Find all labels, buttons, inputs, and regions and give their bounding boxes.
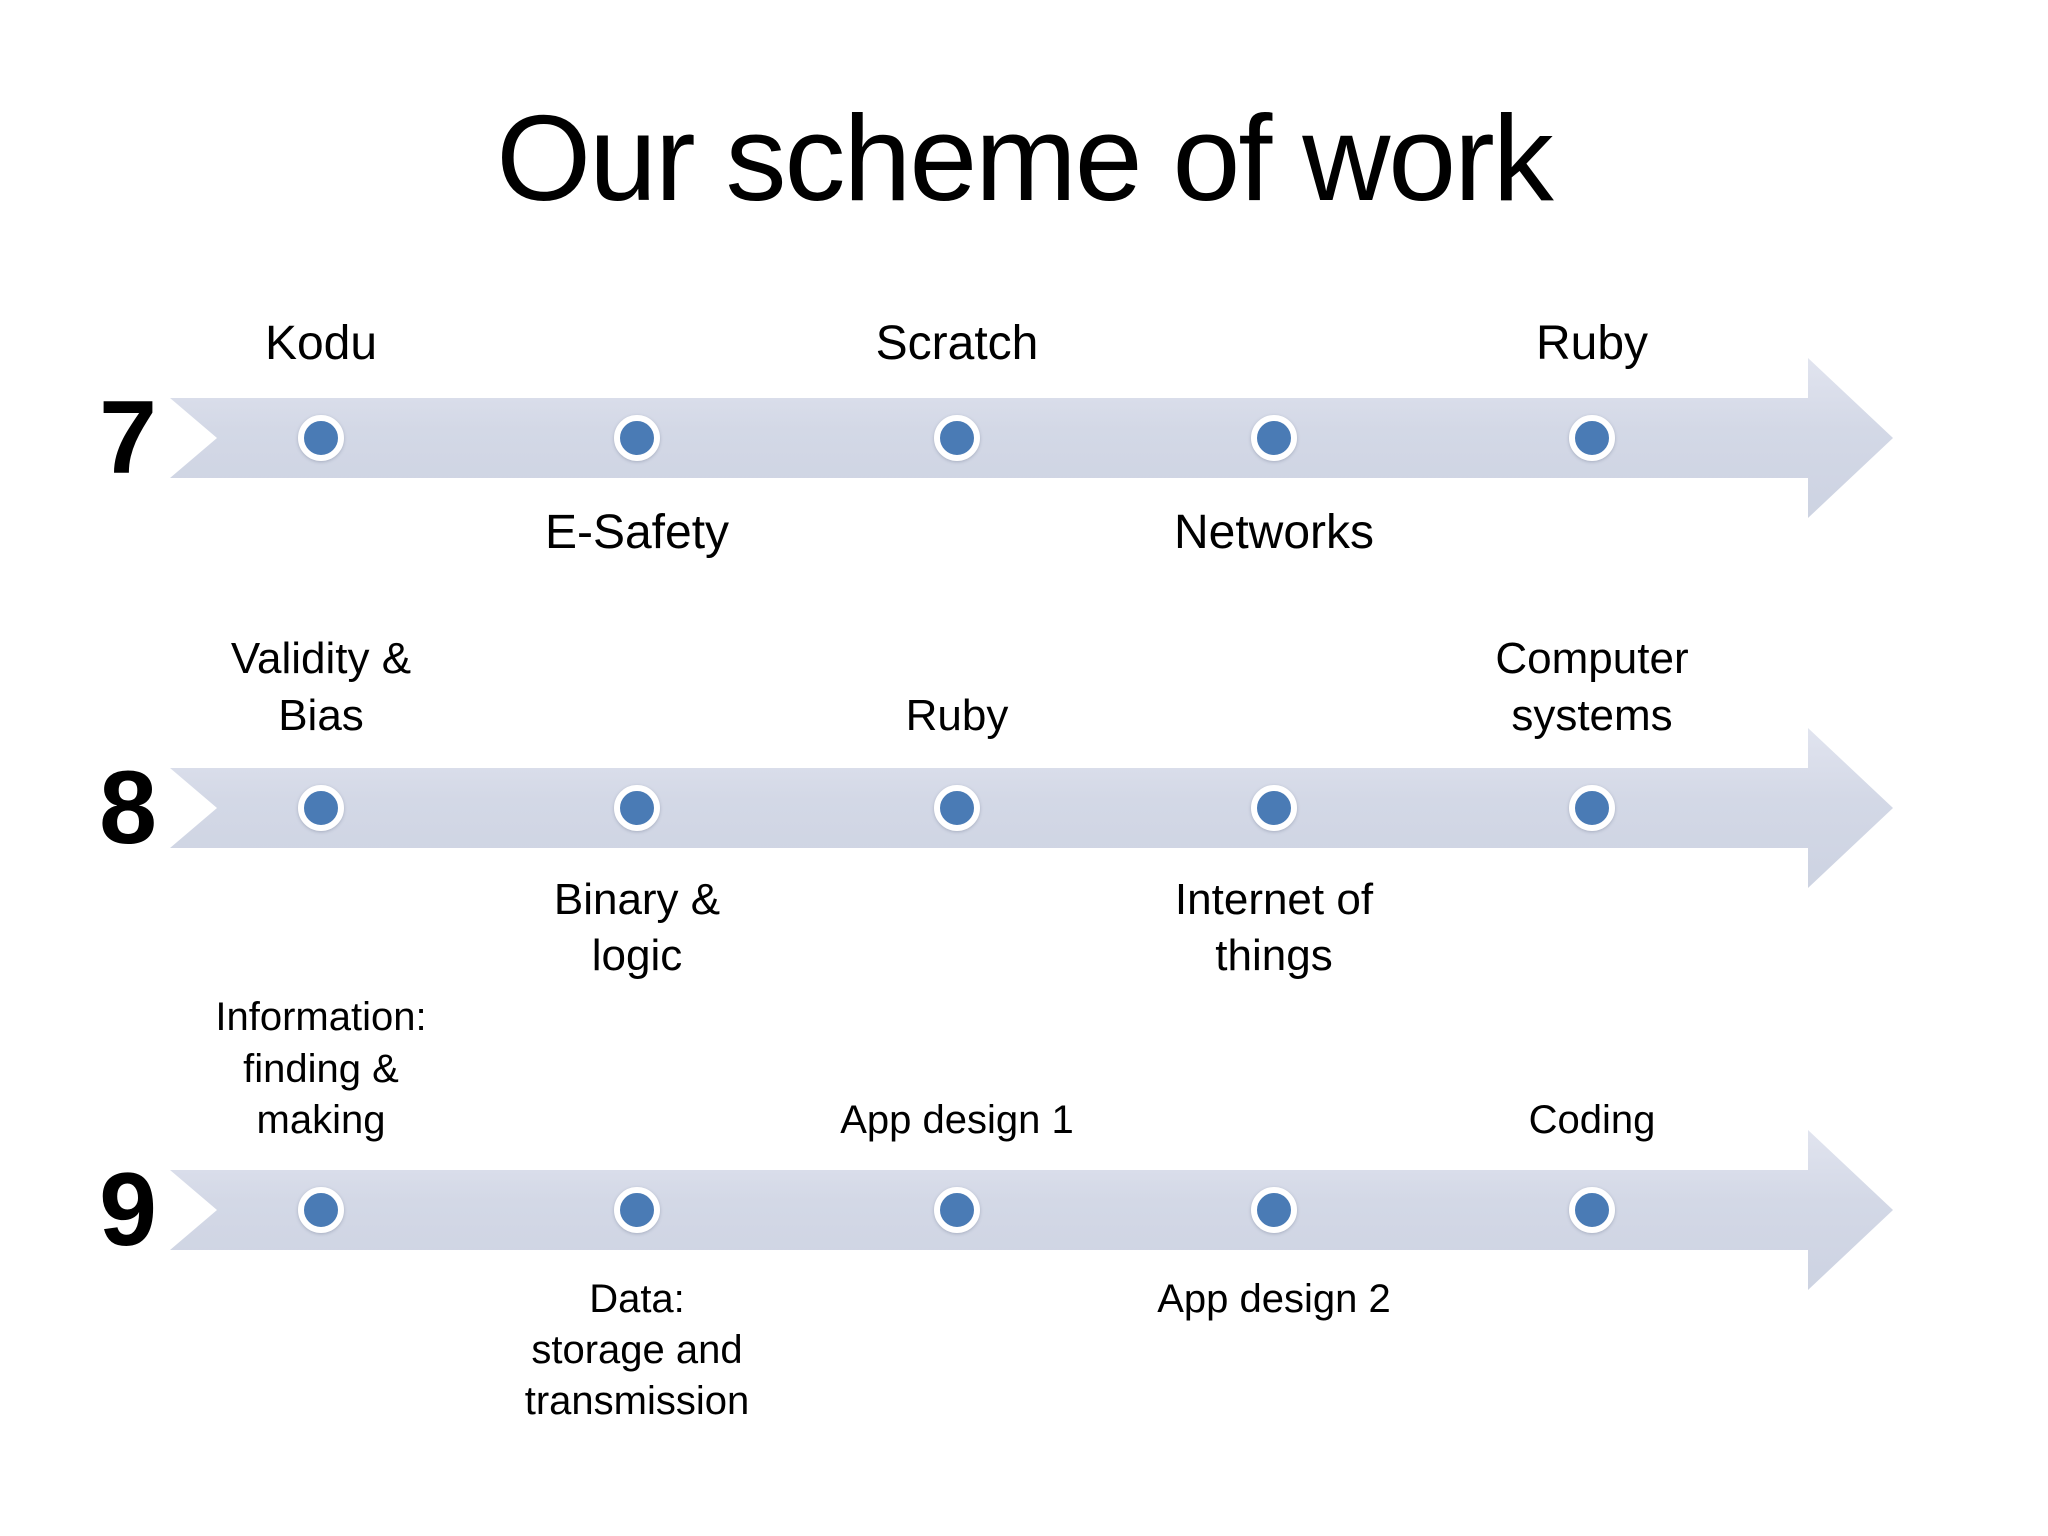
- timeline-dot: [1251, 415, 1297, 461]
- timeline-dot: [614, 1187, 660, 1233]
- timeline-dot: [1569, 1187, 1615, 1233]
- timeline-dot: [934, 415, 980, 461]
- stop-label: Information: finding & making: [215, 995, 427, 1142]
- timeline-dot: [934, 1187, 980, 1233]
- timeline-arrow-year9: [170, 1130, 1893, 1290]
- stop-label: App design 1: [840, 1097, 1074, 1142]
- timeline-dot: [934, 785, 980, 831]
- year-8-label: 8: [99, 750, 157, 866]
- stop-label: Networks: [1173, 506, 1375, 559]
- timeline-dot: [614, 415, 660, 461]
- timeline-dot: [1569, 785, 1615, 831]
- stop-label: Data: storage and transmission: [524, 1277, 750, 1424]
- timeline-dot: [298, 785, 344, 831]
- timeline-arrow-year7: [170, 358, 1893, 518]
- stop-label: E-Safety: [544, 506, 730, 559]
- timeline-arrow-year8: [170, 728, 1893, 888]
- year-7-label: 7: [99, 380, 157, 496]
- page-title: Our scheme of work: [496, 90, 1554, 226]
- timeline-dot: [1569, 415, 1615, 461]
- timeline-dot: [298, 1187, 344, 1233]
- stop-label: Scratch: [875, 316, 1039, 370]
- stop-label: Computer systems: [1495, 634, 1689, 740]
- year-9-label: 9: [99, 1152, 157, 1268]
- timeline-dot: [1251, 1187, 1297, 1233]
- timeline-dot: [298, 415, 344, 461]
- stop-label: Binary & logic: [553, 875, 721, 981]
- stop-label: Coding: [1528, 1097, 1656, 1142]
- timeline-dot: [614, 785, 660, 831]
- stop-label: App design 2: [1157, 1277, 1391, 1321]
- stop-label: Ruby: [1535, 316, 1649, 370]
- timeline-dot: [1251, 785, 1297, 831]
- stop-label: Validity & Bias: [230, 634, 412, 740]
- stop-label: Kodu: [264, 316, 378, 370]
- stop-label: Internet of things: [1174, 875, 1374, 981]
- stop-label: Ruby: [905, 690, 1009, 740]
